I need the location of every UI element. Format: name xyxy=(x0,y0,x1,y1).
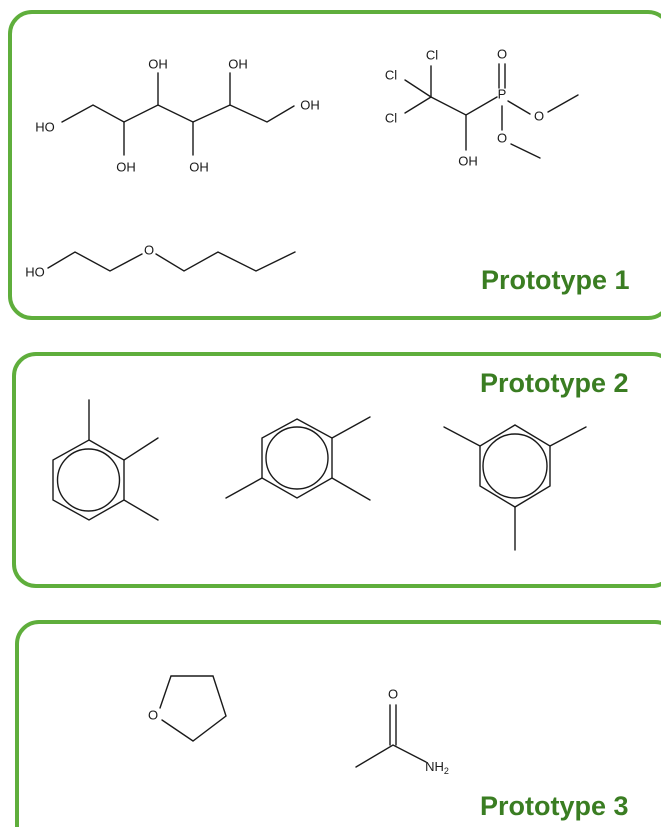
butoxyethanol-bonds xyxy=(47,251,296,272)
trichlorfon-cl-bottom: Cl xyxy=(385,110,397,125)
sorbitol-oh-bottom-left: OH xyxy=(116,159,136,174)
trichlorfon-p: P xyxy=(498,86,507,101)
acetamide-nh: NH xyxy=(425,759,444,774)
thf-bonds xyxy=(159,675,227,742)
sorbitol-oh-top-right: OH xyxy=(228,56,248,71)
trimethylbenzene-135-bonds xyxy=(443,424,587,551)
trichlorfon-cl-left: Cl xyxy=(385,67,397,82)
sorbitol-oh-top-left: OH xyxy=(148,56,168,71)
panel-2-box xyxy=(12,352,661,588)
trichlorfon-cl-top: Cl xyxy=(426,47,438,62)
trichlorfon-oh: OH xyxy=(458,153,478,168)
sorbitol-oh-bottom-right: OH xyxy=(189,159,209,174)
acetamide-bonds xyxy=(355,704,427,768)
sorbitol-oh-right: OH xyxy=(300,97,320,112)
butoxyethanol-ho: HO xyxy=(25,264,45,279)
thf-o: O xyxy=(148,707,158,722)
trichlorfon-bonds xyxy=(404,63,579,159)
sorbitol-ho-left: HO xyxy=(35,119,55,134)
trimethylbenzene-124-bonds xyxy=(225,416,371,501)
prototype-3-label: Prototype 3 xyxy=(480,791,629,821)
panel-1-box xyxy=(8,10,661,320)
acetamide-o: O xyxy=(388,686,398,701)
panel-3-box xyxy=(15,620,661,832)
trichlorfon-o-methoxy-2: O xyxy=(497,130,507,145)
trimethylbenzene-123-bonds xyxy=(52,399,159,521)
sorbitol-bonds xyxy=(61,72,295,156)
trichlorfon-o-double: O xyxy=(497,46,507,61)
butoxyethanol-o: O xyxy=(144,242,154,257)
trichlorfon-o-methoxy-1: O xyxy=(534,108,544,123)
acetamide-nh2: NH2 xyxy=(425,759,449,776)
prototype-2-label: Prototype 2 xyxy=(480,368,629,398)
acetamide-nh-subscript: 2 xyxy=(444,766,449,776)
prototype-1-label: Prototype 1 xyxy=(481,265,630,295)
